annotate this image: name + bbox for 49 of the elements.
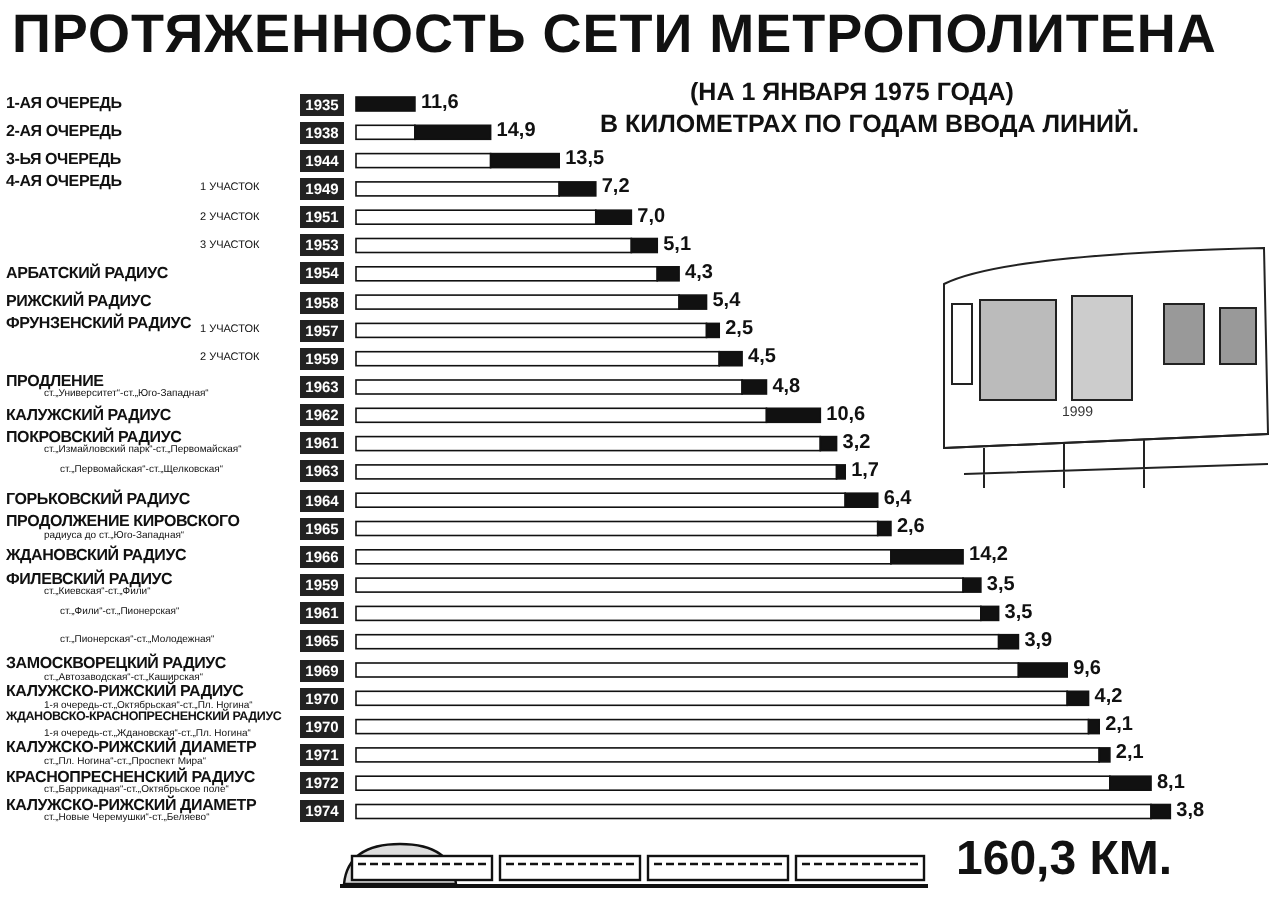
subtitle: В КИЛОМЕТРАХ ПО ГОДАМ ВВОДА ЛИНИЙ. xyxy=(600,112,1139,137)
line-name: 3-ЬЯ ОЧЕРЕДЬ xyxy=(6,152,121,169)
line-name: ПРОДЛЕНИЕ xyxy=(6,373,104,389)
line-name: ЖДАНОВСКИЙ РАДИУС xyxy=(6,548,187,565)
subtitle: (НА 1 ЯНВАРЯ 1975 ГОДА) xyxy=(690,80,1014,105)
line-name: ЗАМОСКВОРЕЦКИЙ РАДИУС xyxy=(6,656,226,672)
value-label: 3,5 xyxy=(1004,603,1033,624)
line-name: 1-АЯ ОЧЕРЕДЬ xyxy=(6,96,122,112)
line-name: 4-АЯ ОЧЕРЕДЬ xyxy=(6,174,122,191)
value-label: 7,2 xyxy=(601,178,630,199)
value-label: 4,3 xyxy=(685,263,713,284)
value-label: 9,6 xyxy=(1073,660,1101,680)
line-name: ГОРЬКОВСКИЙ РАДИУС xyxy=(6,492,191,509)
value-label: 8,1 xyxy=(1157,773,1185,794)
line-name: ФИЛЕВСКИЙ РАДИУС xyxy=(6,571,173,588)
value-label: 7,0 xyxy=(637,207,666,228)
value-label: 14,2 xyxy=(969,546,1008,567)
line-name: ФРУНЗЕНСКИЙ РАДИУС xyxy=(6,316,192,333)
value-label: 2,1 xyxy=(1115,744,1144,765)
line-name: 2-АЯ ОЧЕРЕДЬ xyxy=(6,124,122,141)
line-name: КАЛУЖСКО-РИЖСКИЙ ДИАМЕТР xyxy=(6,740,257,757)
value-label: 3,5 xyxy=(986,575,1015,596)
total-label: 160,3 КМ. xyxy=(956,836,1173,884)
value-label: 4,8 xyxy=(772,377,801,397)
line-name: ПОКРОВСКИЙ РАДИУС xyxy=(6,429,182,446)
value-label: 3,8 xyxy=(1176,801,1205,822)
value-label: 5,4 xyxy=(712,292,741,313)
line-name: КРАСНОПРЕСНЕНСКИЙ РАДИУС xyxy=(6,769,255,786)
value-label: 2,5 xyxy=(725,320,754,341)
value-label: 2,6 xyxy=(896,518,925,539)
line-name: ПРОДОЛЖЕНИЕ КИРОВСКОГО xyxy=(6,514,240,531)
value-label: 6,4 xyxy=(883,490,912,511)
value-label: 4,2 xyxy=(1094,688,1123,709)
line-name: КАЛУЖСКО-РИЖСКИЙ РАДИУС xyxy=(6,684,244,701)
value-label: 14,9 xyxy=(496,122,536,143)
line-name: КАЛУЖСКИЙ РАДИУС xyxy=(6,407,171,424)
line-name: РИЖСКИЙ РАДИУС xyxy=(6,294,152,311)
value-label: 2,1 xyxy=(1105,716,1133,737)
value-label: 1,7 xyxy=(851,461,879,482)
line-name: АРБАТСКИЙ РАДИУС xyxy=(6,265,168,282)
line-name: КАЛУЖСКО-РИЖСКИЙ ДИАМЕТР xyxy=(6,797,257,814)
title-heading: ПРОТЯЖЕННОСТЬ СЕТИ МЕТРОПОЛИТЕНА xyxy=(12,8,1217,62)
value-label: 5,1 xyxy=(663,235,692,256)
value-label: 11,6 xyxy=(420,94,459,114)
value-label: 4,5 xyxy=(748,348,776,369)
value-label: 3,2 xyxy=(842,433,871,454)
value-label: 3,9 xyxy=(1024,631,1053,652)
value-label: 13,5 xyxy=(565,150,605,171)
value-label: 10,6 xyxy=(826,405,866,426)
